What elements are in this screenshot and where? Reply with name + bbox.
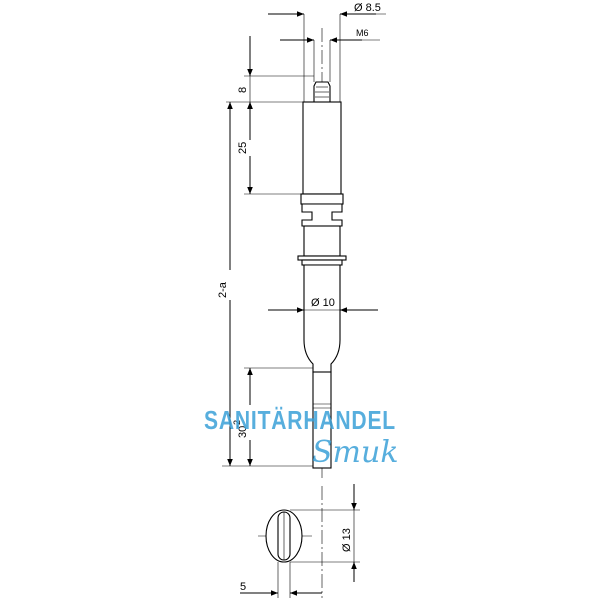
label-upper-length: 25	[237, 142, 249, 154]
label-thread: M6	[356, 28, 369, 38]
dimension-slot-width: 5	[240, 581, 322, 596]
upper-shaft	[302, 101, 342, 195]
bottom-stem	[312, 371, 332, 469]
clip-ring-lower	[301, 259, 343, 266]
end-view	[258, 486, 360, 598]
dimension-pin-length: 8	[237, 36, 253, 122]
groove-section	[301, 203, 343, 227]
label-slot-width: 5	[240, 581, 246, 593]
dimension-upper-length: 25	[237, 102, 253, 194]
label-bottom-tolerance: -2	[232, 420, 242, 428]
dimension-bottom-length: 30 -2	[232, 368, 253, 466]
dimension-slot-diameter: Ø 13	[341, 484, 357, 582]
label-mid-diameter: Ø 10	[311, 297, 335, 309]
dimension-thread: M6	[280, 28, 380, 82]
lower-body	[303, 264, 341, 373]
collar-ring	[300, 193, 344, 205]
label-total-length: 2-a	[217, 281, 229, 298]
dimension-top-diameter: Ø 8.5	[268, 2, 386, 102]
label-pin-length: 8	[237, 87, 249, 93]
dimension-mid-diameter: Ø 10	[268, 297, 378, 313]
dimension-total-length: 2-a	[217, 102, 233, 466]
label-top-diameter: Ø 8.5	[354, 2, 381, 14]
watermark-line1: SANITÄRHANDEL	[204, 405, 396, 435]
watermark-logo: SANITÄRHANDEL Smuk	[204, 405, 399, 470]
spindle-part	[297, 81, 347, 469]
watermark-line2: Smuk	[312, 435, 399, 470]
clip-ring	[297, 255, 347, 261]
middle-body	[303, 225, 341, 257]
label-bottom-length: 30	[237, 426, 249, 438]
label-slot-diameter: Ø 13	[341, 528, 353, 552]
